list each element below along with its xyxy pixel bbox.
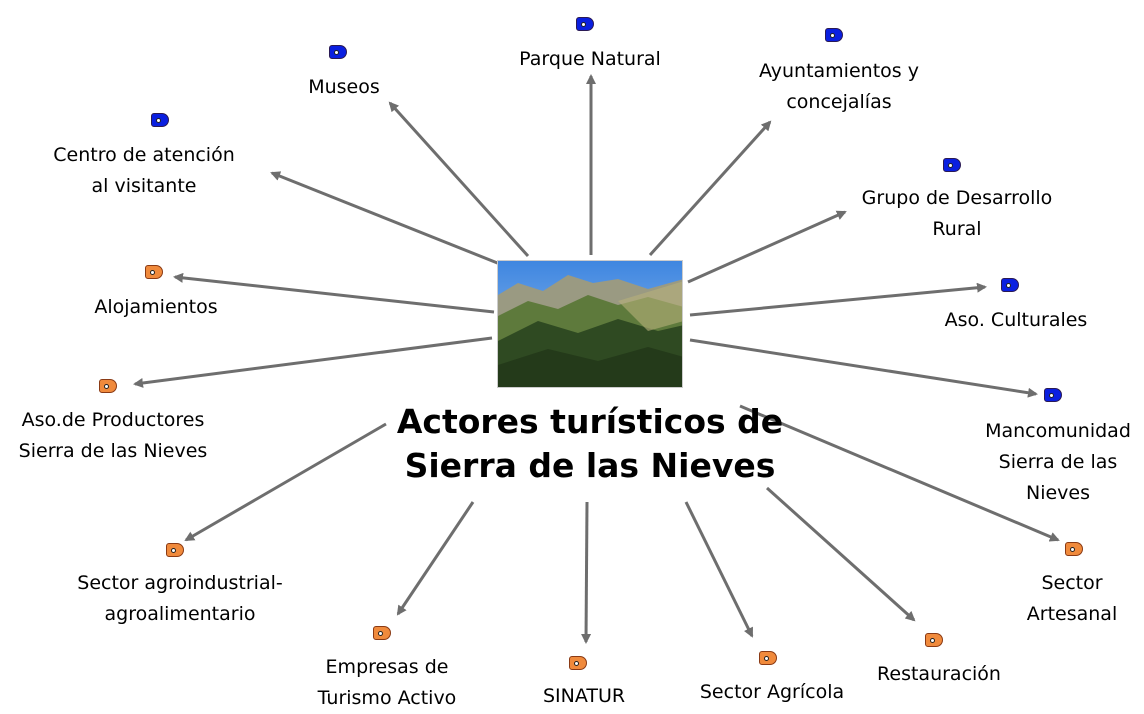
arrow-to-sector-artesanal [739,404,1060,542]
node-label-line: Museos [308,76,380,98]
arrow-to-centro-atencion [270,171,511,270]
blue-tag-icon [943,158,961,172]
blue-tag-icon [329,45,347,59]
orange-tag-icon [569,656,587,670]
arrow-to-aso-culturales [689,282,987,317]
orange-tag-icon [166,543,184,557]
node-label-centro-atencion: Centro de atención al visitante [53,140,235,202]
node-label-line: Turismo Activo [317,687,457,709]
blue-tag-icon [1044,388,1062,402]
diagram-title: Actores turísticos de Sierra de las Niev… [397,400,783,488]
arrow-to-alojamientos [173,272,495,314]
node-label-line: Parque Natural [519,48,661,70]
blue-tag-icon [151,113,169,127]
arrow-to-museos [388,101,530,258]
arrow-to-restauracion [765,486,916,622]
node-label-alojamientos: Alojamientos [94,292,217,323]
node-label-line: Rural [932,218,982,240]
arrow-to-sector-agricola [684,501,754,638]
node-label-line: concejalías [786,91,892,113]
node-label-line: al visitante [91,175,197,197]
node-label-museos: Museos [308,72,380,103]
arrow-to-empresas-turismo [396,501,475,616]
node-label-line: agroalimentario [104,603,256,625]
node-label-line: Mancomunidad [985,420,1131,442]
orange-tag-icon [759,651,777,665]
arrow-to-sinatur [581,501,592,644]
orange-tag-icon [373,626,391,640]
node-label-line: Sierra de las Nieves [18,440,208,462]
arrow-to-ayuntamientos [648,120,772,257]
node-label-line: Centro de atención [53,144,235,166]
node-label-line: Aso. Culturales [944,309,1088,331]
node-label-line: Alojamientos [94,296,218,318]
node-label-line: SINATUR [542,685,626,707]
node-label-line: Grupo de Desarrollo [861,187,1053,209]
node-label-empresas-turismo: Empresas de Turismo Activo [318,652,457,714]
node-label-line: Nieves [1025,482,1091,504]
arrow-to-mancomunidad [689,338,1038,398]
sierra-landscape-photo [497,260,683,388]
arrow-to-aso-productores [133,336,493,388]
node-label-parque-natural: Parque Natural [519,44,661,75]
node-label-sector-agroindustrial: Sector agroindustrial-agroalimentario [77,568,282,630]
node-label-line: Ayuntamientos y [759,60,919,82]
blue-tag-icon [825,28,843,42]
node-label-line: Sector agroindustrial- [77,572,283,594]
orange-tag-icon [1065,542,1083,556]
arrow-to-grupo-desarrollo [687,210,847,284]
node-label-line: Sector Agrícola [699,681,845,703]
orange-tag-icon [145,265,163,279]
node-label-line: Aso.de Productores [21,409,205,431]
node-label-sinatur: SINATUR [543,681,625,712]
node-label-sector-agricola: Sector Agrícola [700,677,844,708]
orange-tag-icon [99,379,117,393]
blue-tag-icon [576,17,594,31]
node-label-line: Sector [1041,572,1103,594]
blue-tag-icon [1001,278,1019,292]
diagram-title-line-1: Actores turísticos de [396,402,784,441]
node-label-aso-culturales: Aso. Culturales [945,305,1088,336]
orange-tag-icon [925,633,943,647]
node-label-line: Sierra de las [998,451,1118,473]
node-label-restauracion: Restauración [877,659,1001,690]
diagram-title-line-2: Sierra de las Nieves [404,446,776,485]
node-label-line: Artesanal [1026,603,1118,625]
arrow-to-sector-agroindustrial [184,422,387,542]
node-label-ayuntamientos: Ayuntamientos y concejalías [759,56,919,118]
node-label-line: Empresas de [325,656,449,678]
node-label-line: Restauración [877,663,1001,685]
